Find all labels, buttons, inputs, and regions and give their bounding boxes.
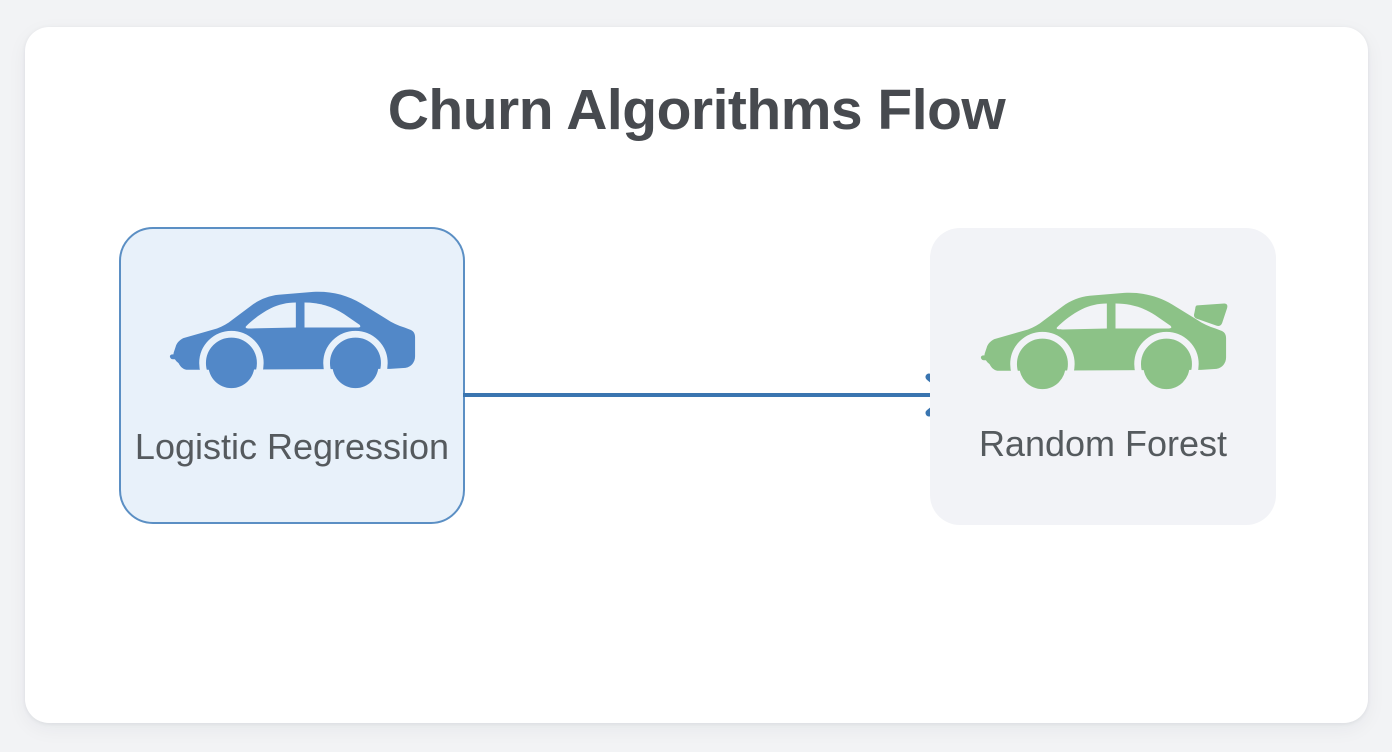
car-icon	[169, 291, 416, 396]
diagram-card: Churn Algorithms Flow Logistic Regr	[25, 27, 1368, 723]
node-label-random-forest: Random Forest	[978, 423, 1228, 464]
node-logistic-regression[interactable]: Logistic Regression	[119, 227, 465, 524]
node-label-logistic-regression: Logistic Regression	[134, 426, 450, 467]
car-icon	[980, 292, 1228, 397]
edge-lr-to-rf	[463, 373, 955, 417]
page-title: Churn Algorithms Flow	[387, 78, 1006, 142]
node-random-forest[interactable]: Random Forest	[930, 228, 1276, 525]
